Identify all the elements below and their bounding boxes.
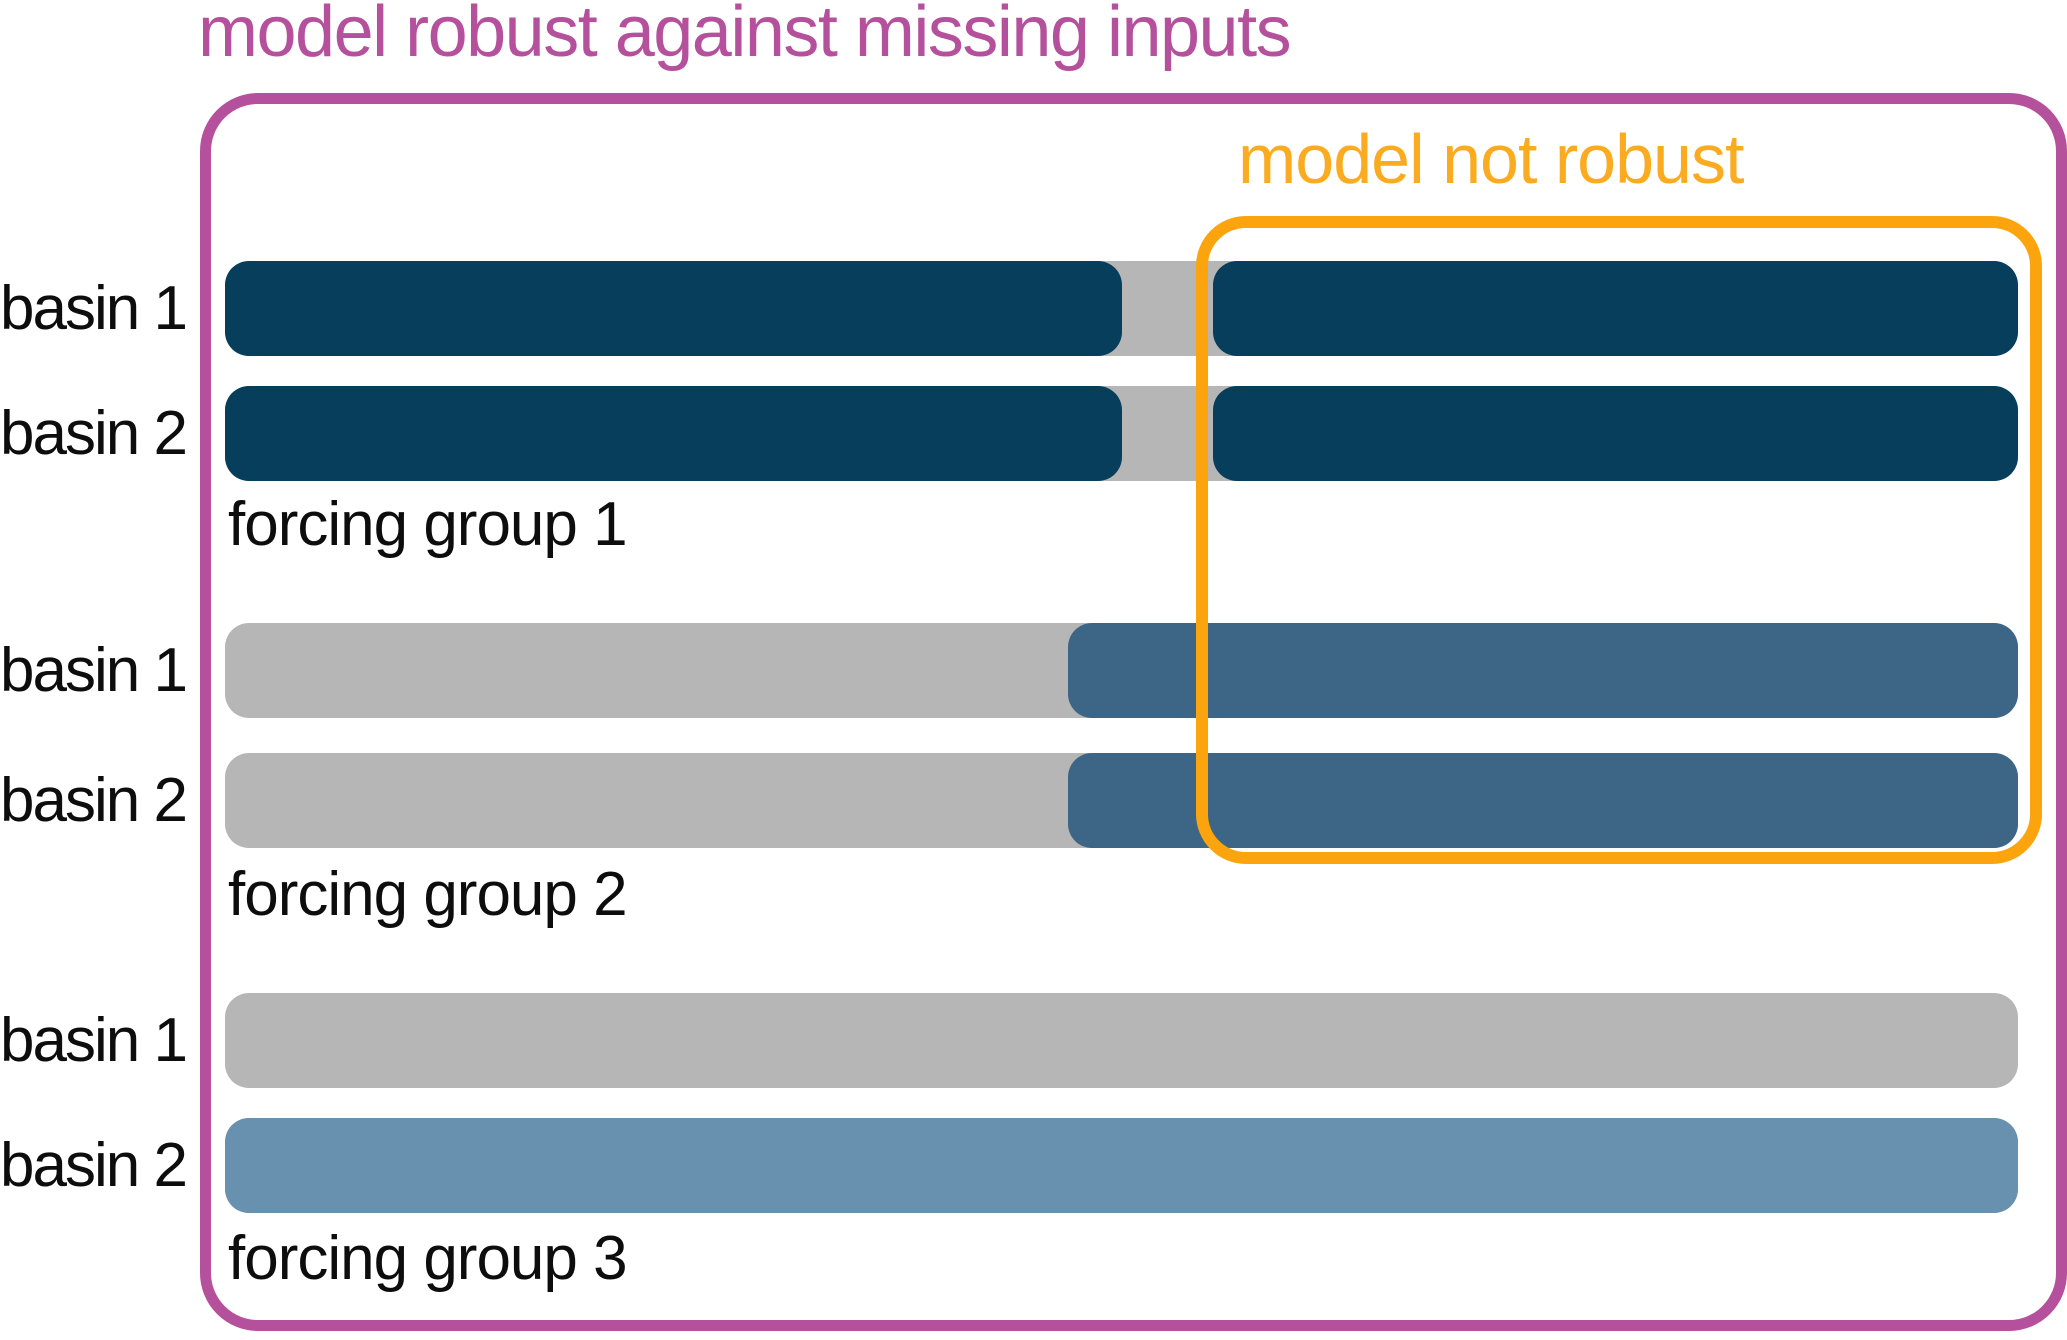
not-robust-boundary-box [1196, 216, 2042, 864]
bar-track [225, 1118, 2018, 1213]
basin-label: basin 1 [0, 636, 188, 705]
basin-label: basin 2 [0, 766, 188, 835]
bar-track [225, 753, 2018, 848]
basin-label: basin 2 [0, 399, 188, 468]
not-robust-title: model not robust [1238, 120, 1744, 198]
bar-track [225, 386, 2018, 481]
bar-track [225, 993, 2018, 1088]
group-label: forcing group 3 [228, 1224, 628, 1293]
basin-label: basin 1 [0, 274, 188, 343]
basin-label: basin 2 [0, 1131, 188, 1200]
bar-segment [225, 386, 1122, 481]
bar-segment [225, 1118, 2018, 1213]
bar-segment [225, 261, 1122, 356]
group-label: forcing group 1 [228, 490, 628, 559]
group-label: forcing group 2 [228, 860, 628, 929]
bar-segment [1212, 386, 2018, 481]
bar-segment [1067, 623, 2018, 718]
bar-track [225, 623, 2018, 718]
basin-label: basin 1 [0, 1006, 188, 1075]
bar-segment [1212, 261, 2018, 356]
bar-track [225, 261, 2018, 356]
robust-boundary-box [200, 93, 2067, 1331]
robust-title: model robust against missing inputs [198, 0, 1292, 72]
